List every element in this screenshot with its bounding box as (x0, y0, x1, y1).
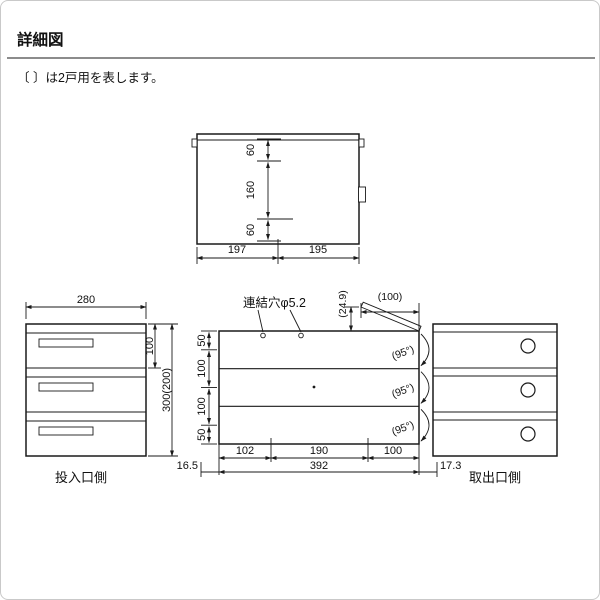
center-mark (312, 385, 316, 389)
bracket-note: 〔 〕は2戸用を表します。 (17, 71, 164, 85)
caption-extraction-side: 取出口側 (469, 470, 521, 485)
dim-label-100-b: 100 (196, 397, 208, 415)
open-flap-dim-lines (345, 303, 420, 332)
dim-label-102: 102 (236, 445, 254, 457)
page-title: 詳細図 (17, 30, 64, 49)
dim-label-open-height: (24.9) (337, 290, 349, 317)
dim-label-100-c: 100 (384, 445, 402, 457)
hinge-left (191, 138, 198, 148)
top-view-width-dim-lines (196, 239, 360, 264)
dim-label-100-top: 100 (144, 337, 156, 355)
latch-tab (358, 186, 366, 203)
dim-label-60-top: 60 (245, 144, 257, 156)
top-view-depth-dim-lines (257, 138, 293, 242)
section-left-dim-lines (201, 330, 217, 445)
mail-slot-1 (38, 338, 94, 348)
dim-label-197: 197 (228, 244, 246, 256)
section-bottom-dim-lines (200, 438, 438, 477)
door-knob-3 (520, 426, 536, 442)
open-flap (360, 301, 422, 332)
hole-note-label: 連結穴φ5.2 (243, 295, 306, 310)
front-width-dim-lines (25, 302, 147, 319)
door-knob-2 (520, 382, 536, 398)
caption-insertion-side: 投入口側 (55, 470, 107, 485)
rear-door-lines (433, 331, 557, 421)
dim-label-16-5: 16.5 (177, 460, 198, 472)
mail-slot-3 (38, 426, 94, 436)
front-height-dim-lines (148, 323, 178, 457)
top-view: 60 160 60 197 195 (191, 133, 366, 264)
hinge-right (358, 138, 365, 148)
front-view: 280 100 300(200) 投入口側 (25, 294, 178, 485)
rear-view-body (432, 323, 558, 457)
section-body (218, 330, 420, 445)
dim-label-50-b: 50 (196, 429, 208, 441)
dim-label-60-bottom: 60 (245, 224, 257, 236)
dim-label-17-3: 17.3 (440, 460, 461, 472)
rear-view: 取出口側 (432, 323, 558, 485)
top-view-body (196, 133, 360, 245)
connecting-hole-1 (260, 332, 266, 339)
dim-label-280: 280 (77, 294, 95, 306)
dim-label-195: 195 (309, 244, 327, 256)
door-knob-1 (520, 338, 536, 354)
dim-label-open-width: (100) (378, 291, 403, 303)
dim-label-392: 392 (310, 460, 328, 472)
dim-label-100-a: 100 (196, 359, 208, 377)
front-flap-lines (26, 332, 146, 422)
door-swing-arcs (420, 333, 430, 442)
dim-label-300-200: 300(200) (161, 368, 173, 412)
mail-slot-2 (38, 382, 94, 392)
connecting-hole-2 (298, 332, 304, 339)
dim-label-190: 190 (310, 445, 328, 457)
hole-leader-lines (257, 309, 302, 333)
dim-label-50-a: 50 (196, 334, 208, 346)
section-view: 連結穴φ5.2 50 100 100 50 (100) (24.9) (177, 290, 461, 477)
dim-label-160: 160 (245, 181, 257, 199)
